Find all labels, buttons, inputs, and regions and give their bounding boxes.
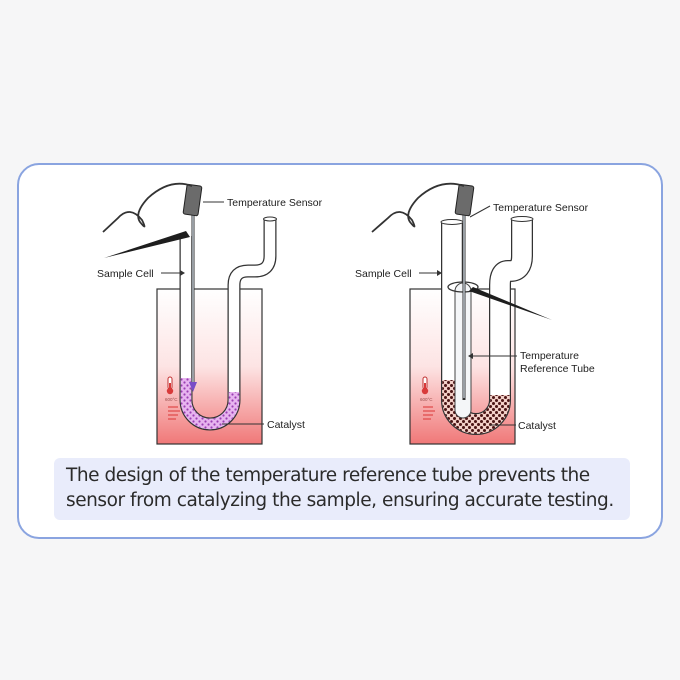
catalyst-bed-right	[442, 380, 510, 434]
sensor-pointer-right	[469, 287, 552, 320]
temperature-sensor-label-right: Temperature Sensor	[493, 202, 589, 214]
reference-tube-label-line1: Temperature	[520, 350, 579, 362]
thermometer-reading-left: 600°C	[165, 397, 178, 402]
thermometer-reading-right: 600°C	[420, 397, 433, 402]
temperature-sensor-head-left	[182, 183, 203, 217]
temperature-sensor-label-left: Temperature Sensor	[227, 197, 323, 209]
sample-cell-label-right: Sample Cell	[355, 268, 412, 280]
heat-arrows-icon	[168, 406, 180, 420]
left-diagram: 600°C Temperature Sensor Sample Cell Cat…	[97, 182, 323, 445]
sensor-cable-right	[371, 182, 465, 233]
thermometer-icon	[166, 376, 174, 395]
thermometer-icon	[421, 376, 429, 395]
catalyst-bed-left	[180, 378, 240, 430]
sensor-pointer-left	[104, 231, 190, 258]
right-diagram: 600°C Temperature Sensor Sample Cell Tem…	[355, 182, 595, 445]
catalyst-label-right: Catalyst	[518, 420, 556, 432]
catalyst-label-left: Catalyst	[267, 419, 305, 431]
sensor-cable-left	[102, 182, 193, 233]
sample-cell-label-left: Sample Cell	[97, 268, 154, 280]
temperature-sensor-head-right	[454, 183, 475, 217]
caption-text: The design of the temperature reference …	[54, 458, 630, 520]
reference-tube-label-line2: Reference Tube	[520, 363, 595, 375]
heat-arrows-icon	[423, 406, 435, 420]
